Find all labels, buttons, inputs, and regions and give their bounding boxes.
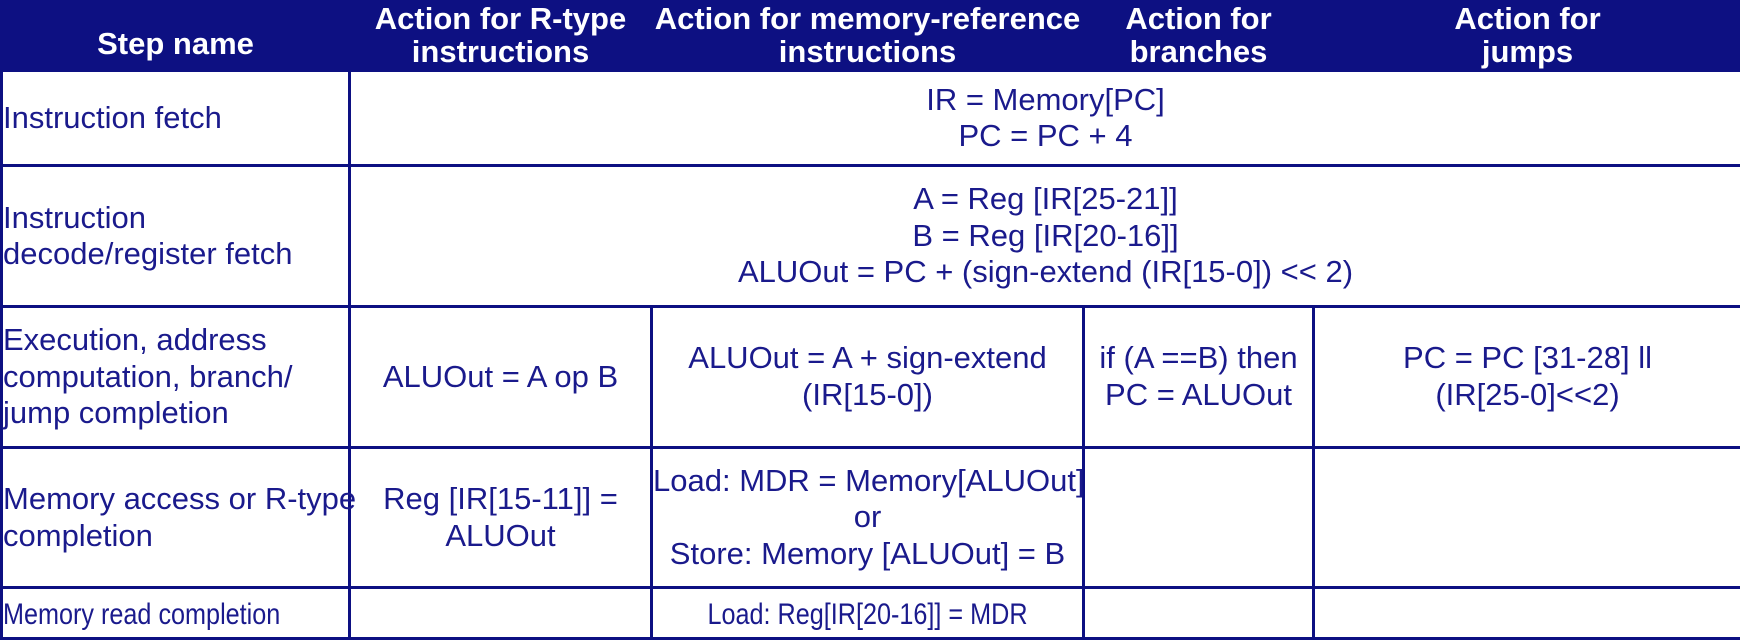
action-cell-jumps — [1312, 586, 1740, 640]
action-line: Store: Memory [ALUOut] = B — [669, 535, 1066, 571]
column-header-rtype-line2: instructions — [411, 33, 590, 69]
column-header-branches-line1: Action for — [1125, 1, 1272, 36]
column-header-jumps-line1: Action for — [1454, 1, 1601, 36]
step-name-cell: Instruction decode/register fetch — [0, 163, 351, 308]
action-line: B = Reg [IR[20-16]] — [912, 217, 1179, 253]
table-header: Step name Action for R-type instructions… — [0, 0, 1740, 72]
header-row: Step name Action for R-type instructions… — [0, 0, 1740, 72]
column-header-branches-line2: branches — [1129, 33, 1268, 69]
step-name-cell: Instruction fetch — [0, 68, 351, 167]
column-header-jumps: Action for jumps — [1312, 0, 1740, 72]
action-cell-branches — [1082, 586, 1315, 640]
action-cell-all-instruction-types: IR = Memory[PC] PC = PC + 4 — [348, 68, 1740, 167]
table-row: Execution, address computation, branch/ … — [0, 304, 1740, 449]
action-line: IR = Memory[PC] — [926, 81, 1165, 117]
column-header-rtype: Action for R-type instructions — [348, 0, 653, 72]
action-line: (IR[15-0]) — [802, 376, 933, 412]
action-cell-jumps: PC = PC [31-28] ll (IR[25-0]<<2) — [1312, 304, 1740, 449]
action-cell-branches — [1082, 445, 1315, 590]
table-row: Memory access or R-type completion Reg [… — [0, 445, 1740, 590]
column-header-memory-reference: Action for memory-reference instructions — [650, 0, 1085, 72]
column-header-step-name-text: Step name — [97, 25, 254, 61]
action-cell-rtype: Reg [IR[15-11]] = ALUOut — [348, 445, 653, 590]
step-name-text: Memory read completion — [3, 597, 281, 631]
step-name-text: Instruction fetch — [3, 99, 222, 135]
action-cell-memory-reference: ALUOut = A + sign-extend (IR[15-0]) — [650, 304, 1085, 449]
action-line: ALUOut = A op B — [382, 358, 619, 394]
action-line: Reg [IR[15-11]] = — [383, 481, 618, 517]
column-header-branches: Action for branches — [1082, 0, 1315, 72]
step-name-cell: Memory read completion — [0, 586, 351, 640]
action-line: A = Reg [IR[25-21]] — [913, 181, 1178, 217]
action-line: ALUOut = PC + (sign-extend (IR[15-0]) <<… — [737, 253, 1354, 289]
step-name-text: Instruction — [3, 199, 147, 235]
action-line: (IR[25-0]<<2) — [1435, 376, 1620, 412]
step-name-text: decode/register fetch — [3, 235, 293, 271]
table-row: Instruction decode/register fetch A = Re… — [0, 163, 1740, 308]
step-name-text: computation, branch/ — [3, 358, 293, 394]
step-name-text: Memory access or R-type — [3, 481, 357, 517]
step-name-text: completion — [3, 517, 153, 553]
action-line: PC = ALUOut — [1105, 376, 1292, 412]
action-cell-rtype — [348, 586, 653, 640]
table-row: Memory read completion Load: Reg[IR[20-1… — [0, 586, 1740, 640]
action-line: Load: MDR = Memory[ALUOut] — [653, 463, 1085, 499]
column-header-jumps-line2: jumps — [1481, 33, 1574, 69]
action-line: Load: Reg[IR[20-16]] = MDR — [707, 597, 1028, 631]
action-cell-memory-reference: Load: MDR = Memory[ALUOut] or Store: Mem… — [650, 445, 1085, 590]
table-body: Instruction fetch IR = Memory[PC] PC = P… — [0, 68, 1740, 640]
action-cell-branches: if (A ==B) then PC = ALUOut — [1082, 304, 1315, 449]
action-cell-rtype: ALUOut = A op B — [348, 304, 653, 449]
column-header-step-name: Step name — [0, 0, 351, 72]
action-cell-all-instruction-types: A = Reg [IR[25-21]] B = Reg [IR[20-16]] … — [348, 163, 1740, 308]
action-line: PC = PC + 4 — [958, 117, 1133, 153]
step-name-text: jump completion — [3, 394, 229, 430]
column-header-rtype-line1: Action for R-type — [374, 1, 627, 36]
action-line: ALUOut — [445, 517, 556, 553]
step-name-text: Execution, address — [3, 322, 267, 358]
table-row: Instruction fetch IR = Memory[PC] PC = P… — [0, 68, 1740, 167]
action-line: if (A ==B) then — [1099, 340, 1298, 376]
action-line: PC = PC [31-28] ll — [1403, 340, 1652, 376]
step-name-cell: Execution, address computation, branch/ … — [0, 304, 351, 449]
action-line: or — [853, 499, 882, 535]
column-header-memref-line2: instructions — [778, 33, 957, 69]
step-name-cell: Memory access or R-type completion — [0, 445, 357, 590]
action-cell-jumps — [1312, 445, 1740, 590]
action-cell-memory-reference: Load: Reg[IR[20-16]] = MDR — [650, 586, 1085, 640]
column-header-memref-line1: Action for memory-reference — [654, 1, 1081, 36]
action-line: ALUOut = A + sign-extend — [688, 340, 1047, 376]
